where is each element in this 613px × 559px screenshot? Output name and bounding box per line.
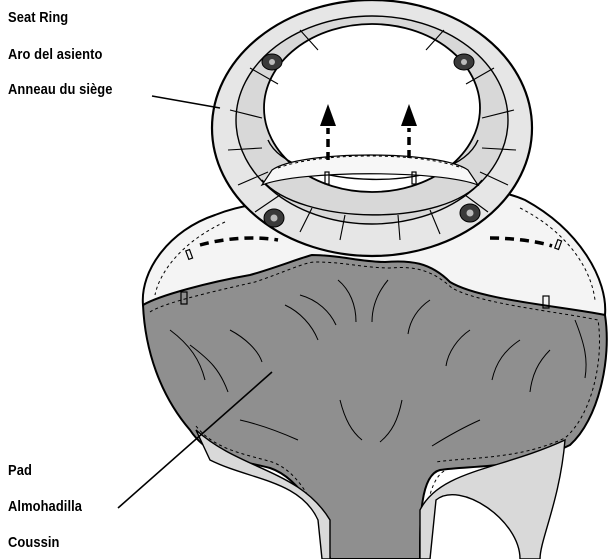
seat-ring-clip-bottom-right bbox=[460, 204, 480, 222]
seat-ring-clip-bottom-left bbox=[264, 209, 284, 227]
seat-ring-leader-line bbox=[152, 96, 220, 108]
seat-ring-label-en: Seat Ring bbox=[8, 9, 68, 26]
pad-label-es: Almohadilla bbox=[8, 498, 82, 515]
seat-ring-label-fr: Anneau du siège bbox=[8, 81, 113, 98]
pad-label-en: Pad bbox=[8, 462, 32, 479]
pad-label-fr: Coussin bbox=[8, 534, 59, 551]
seat-ring-label-es: Aro del asiento bbox=[8, 46, 102, 63]
seat-ring-clip-top-left bbox=[262, 54, 282, 70]
seat-ring-clip-top-right bbox=[454, 54, 474, 70]
